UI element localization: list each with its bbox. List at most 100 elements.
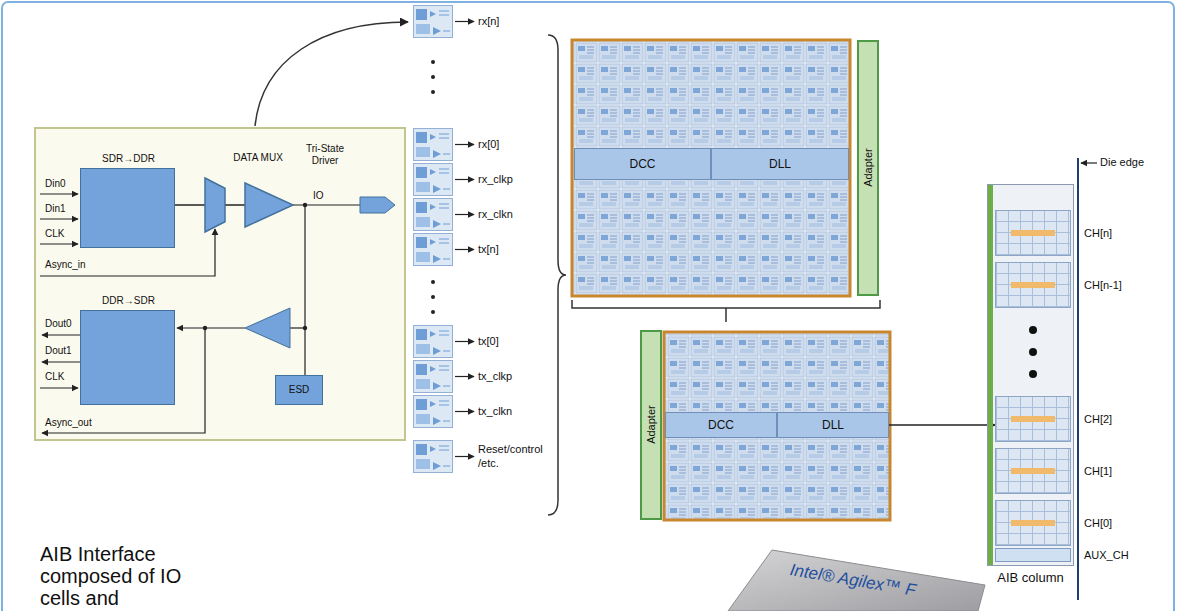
node-text: DLL [822, 418, 844, 432]
die-edge-line [1077, 158, 1079, 600]
node-text: Adapter [861, 149, 874, 188]
connector [225, 204, 245, 206]
aux-channel: AUX_CH [995, 548, 1071, 562]
sdr-ddr-block: SDR→DDR [80, 168, 175, 248]
port-name: rx[0] [478, 138, 499, 151]
dot [1029, 370, 1037, 378]
port-name: tx[n] [478, 243, 499, 256]
connector [175, 204, 205, 206]
dot [431, 280, 435, 284]
wire [40, 218, 78, 219]
leader-arrow [455, 411, 474, 412]
signal-name: Din0 [45, 178, 66, 190]
leader-arrow [455, 179, 474, 180]
curved-arrow [255, 22, 408, 126]
connector [889, 424, 995, 426]
junction-dot [303, 203, 307, 207]
ellipsis-dots [1029, 326, 1037, 378]
annotation-label: Die edge [1100, 156, 1144, 169]
receiver-triangle [245, 308, 290, 348]
port-name: rx_clkn [478, 208, 513, 221]
node-label: AUX_CH [1084, 549, 1129, 562]
signal-name: Async_out [45, 417, 92, 429]
wire [290, 327, 305, 328]
node-text: DCC [630, 157, 656, 171]
leader-arrow [455, 214, 474, 215]
leader-arrow [455, 456, 474, 457]
wire [42, 361, 80, 362]
node-label: SDR→DDR [102, 153, 155, 165]
node-label: DDR→SDR [102, 295, 155, 307]
node-label: Tri-State Driver [297, 143, 353, 167]
dot [1029, 348, 1037, 356]
node-label: CH[0] [1084, 517, 1112, 530]
dot [431, 90, 435, 94]
io-cell-icon [414, 6, 453, 38]
node-text: DCC [708, 418, 734, 432]
node-text: DLL [769, 157, 791, 171]
wire [40, 193, 78, 194]
io-cell-icon [414, 199, 453, 231]
slide-text: AIB Interface composed of IO cells and [40, 543, 215, 609]
dot [431, 310, 435, 314]
dcc-band: DCC [574, 148, 711, 180]
ellipsis-dots [431, 60, 435, 314]
leader-arrow [455, 376, 474, 377]
signal-name: Dout0 [45, 318, 72, 330]
node-text: ESD [289, 384, 310, 396]
esd-box: ESD [275, 375, 323, 405]
channel-block [572, 40, 850, 296]
io-cell-panel [35, 128, 405, 440]
wire [177, 327, 245, 328]
pin-name: IO [313, 190, 324, 202]
ddr-sdr-block: DDR→SDR [80, 310, 175, 405]
dcc-band: DCC [665, 412, 777, 438]
io-cell-icon [414, 396, 453, 428]
dot [431, 295, 435, 299]
leader-arrow [455, 249, 474, 250]
io-cell-icon [414, 129, 453, 161]
dll-band: DLL [711, 148, 849, 180]
channel-block [664, 332, 890, 520]
dot [1029, 326, 1037, 334]
dot [431, 75, 435, 79]
junction-dot [303, 326, 307, 330]
shape-outline [205, 178, 225, 232]
io-cell-icon [414, 326, 453, 358]
cell-arrows [455, 22, 474, 457]
shape-outline [245, 183, 293, 227]
channel-cell: CH[n-1] [995, 262, 1071, 308]
channel-cell: CH[n] [995, 210, 1071, 256]
io-cell-icon [414, 441, 453, 473]
node-label: DATA MUX [233, 152, 283, 164]
node-label: CH[n] [1084, 227, 1112, 240]
io-cell-icon [414, 361, 453, 393]
port-name: Reset/control /etc. [478, 443, 558, 469]
port-name: rx[n] [478, 15, 499, 28]
wire [304, 205, 305, 375]
port-name: tx[0] [478, 335, 499, 348]
port-name: rx_clkp [478, 173, 513, 186]
node-text: Adapter [644, 406, 657, 445]
dot [431, 60, 435, 64]
tristate-driver: Tri-State Driver [245, 183, 293, 227]
leader-arrow [1081, 162, 1097, 163]
driver-outline [245, 183, 293, 227]
io-cell-icon [414, 234, 453, 266]
port-name: tx_clkp [478, 370, 512, 383]
node-label: CH[1] [1084, 465, 1112, 478]
channel-cell: CH[0] [995, 500, 1071, 546]
leader-arrow [455, 144, 474, 145]
wire [42, 334, 80, 335]
node-label: CH[n-1] [1084, 279, 1122, 292]
signal-name: Dout1 [45, 345, 72, 357]
node-label: AIB column [997, 570, 1063, 586]
curly-brace [548, 35, 566, 515]
wire [40, 243, 78, 244]
io-cell-column [414, 6, 453, 473]
signal-name: CLK [45, 371, 64, 383]
data-mux: DATA MUX [205, 178, 225, 232]
leader-arrow [455, 341, 474, 342]
